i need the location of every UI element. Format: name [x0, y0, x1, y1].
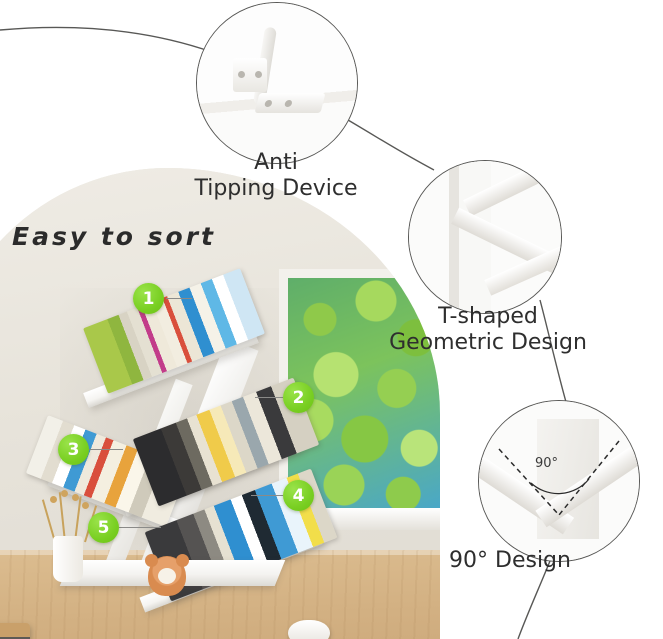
badge-leader-3	[89, 449, 123, 450]
badge-5[interactable]: 5	[88, 512, 119, 543]
badge-2[interactable]: 2	[283, 382, 314, 413]
badge-4[interactable]: 4	[283, 480, 314, 511]
angle-annotation: 90°	[535, 456, 559, 471]
callout-label-t-shaped: T-shaped Geometric Design	[389, 304, 587, 355]
dried-flowers	[41, 490, 98, 543]
radio	[0, 623, 30, 639]
callout-label-anti-tipping: Anti Tipping Device	[194, 150, 358, 201]
easy-to-sort-note: Easy to sort	[12, 222, 216, 251]
callout-ninety-degree: 90°	[478, 400, 640, 562]
callout-anti-tipping	[196, 2, 358, 164]
anti-tipping-photo	[197, 3, 357, 163]
tape-dispenser	[288, 620, 330, 639]
badge-3[interactable]: 3	[58, 434, 89, 465]
bear-figurine	[145, 554, 189, 596]
badge-leader-5	[119, 527, 161, 528]
vase	[53, 536, 83, 582]
anti-tip-wall-plate	[233, 58, 267, 92]
bear-face	[158, 568, 176, 584]
badge-leader-2	[255, 397, 283, 398]
badge-leader-1	[166, 298, 192, 299]
badge-1[interactable]: 1	[133, 283, 164, 314]
badge-leader-4	[251, 495, 283, 496]
anti-tip-base-plate	[254, 93, 326, 113]
angle-guides	[498, 440, 620, 516]
callout-t-shaped	[408, 160, 562, 314]
callout-label-ninety-degree: 90° Design	[449, 548, 571, 573]
